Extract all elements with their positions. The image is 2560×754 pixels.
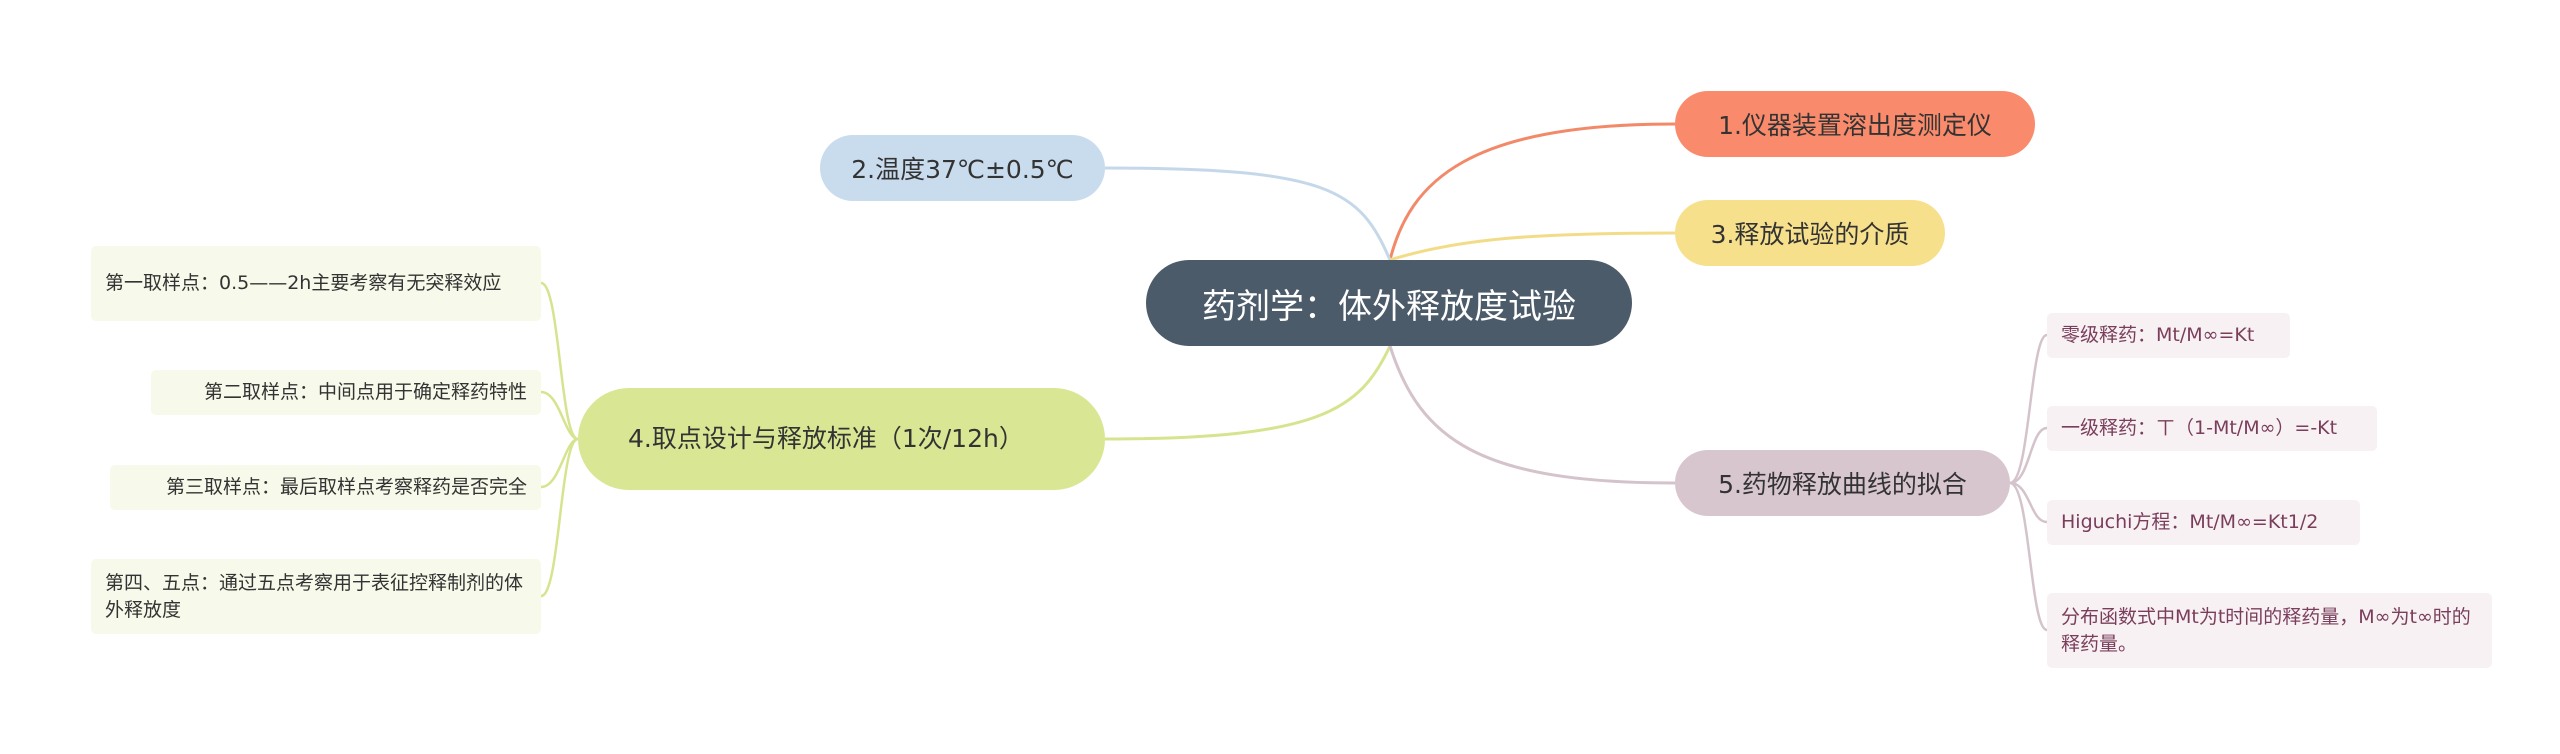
link-root-b1 [1388,122,1676,261]
link-b5-r3 [2009,481,2048,524]
branch-medium[interactable]: 3.释放试验的介质 [1675,200,1945,266]
leaf-sampling-point-1[interactable]: 第一取样点：0.5——2h主要考察有无突释效应 [91,246,541,321]
link-b4-l4 [540,437,579,598]
link-b5-r2 [2009,426,2048,485]
leaf-sampling-point-4-5[interactable]: 第四、五点：通过五点考察用于表征控释制剂的体外释放度 [91,559,541,634]
root-topic-label: 药剂学：体外释放度试验 [1202,286,1576,327]
leaf-distribution-function[interactable]: 分布函数式中Mt为t时间的释药量，M∞为t∞时的释药量。 [2047,593,2492,668]
link-root-b4 [1104,345,1392,441]
leaf-sampling-point-3-label: 第三取样点：最后取样点考察释药是否完全 [165,476,527,498]
branch-curve-fitting[interactable]: 5.药物释放曲线的拟合 [1675,450,2010,516]
leaf-sampling-point-3[interactable]: 第三取样点：最后取样点考察释药是否完全 [110,465,541,510]
leaf-sampling-point-1-label: 第一取样点：0.5——2h主要考察有无突释效应 [105,272,502,294]
branch-medium-label: 3.释放试验的介质 [1710,220,1910,249]
branch-temperature[interactable]: 2.温度37℃±0.5℃ [820,135,1105,201]
branch-sampling-design-label: 4.取点设计与释放标准（1次/12h） [628,424,1024,453]
leaf-zero-order-label: 零级释药：Mt/M∞=Kt [2061,324,2255,346]
root-topic[interactable]: 药剂学：体外释放度试验 [1146,260,1632,346]
leaf-zero-order[interactable]: 零级释药：Mt/M∞=Kt [2047,313,2290,358]
branch-instrument-label: 1.仪器装置溶出度测定仪 [1718,111,1992,140]
link-root-b5 [1388,345,1676,485]
link-b5-r1 [2009,333,2048,485]
link-b4-l2 [540,390,579,441]
link-root-b2 [1104,166,1392,261]
link-b5-r4 [2009,481,2048,632]
branch-instrument[interactable]: 1.仪器装置溶出度测定仪 [1675,91,2035,157]
leaf-higuchi[interactable]: Higuchi方程：Mt/M∞=Kt1/2 [2047,500,2360,545]
link-b4-l1 [540,281,579,441]
leaf-first-order[interactable]: 一级释药：ㄒ（1-Mt/M∞）=-Kt [2047,406,2377,451]
leaf-sampling-point-2-label: 第二取样点：中间点用于确定释药特性 [203,381,527,403]
leaf-sampling-point-2[interactable]: 第二取样点：中间点用于确定释药特性 [151,370,541,415]
leaf-distribution-function-label: 分布函数式中Mt为t时间的释药量，M∞为t∞时的释药量。 [2061,605,2471,655]
leaf-first-order-label: 一级释药：ㄒ（1-Mt/M∞）=-Kt [2061,417,2338,439]
leaf-sampling-point-4-5-label: 第四、五点：通过五点考察用于表征控释制剂的体外释放度 [105,571,524,621]
branch-curve-fitting-label: 5.药物释放曲线的拟合 [1718,470,1967,499]
branch-temperature-label: 2.温度37℃±0.5℃ [851,155,1074,184]
link-root-b3 [1389,231,1676,262]
leaf-higuchi-label: Higuchi方程：Mt/M∞=Kt1/2 [2061,511,2319,533]
branch-sampling-design[interactable]: 4.取点设计与释放标准（1次/12h） [578,388,1105,490]
